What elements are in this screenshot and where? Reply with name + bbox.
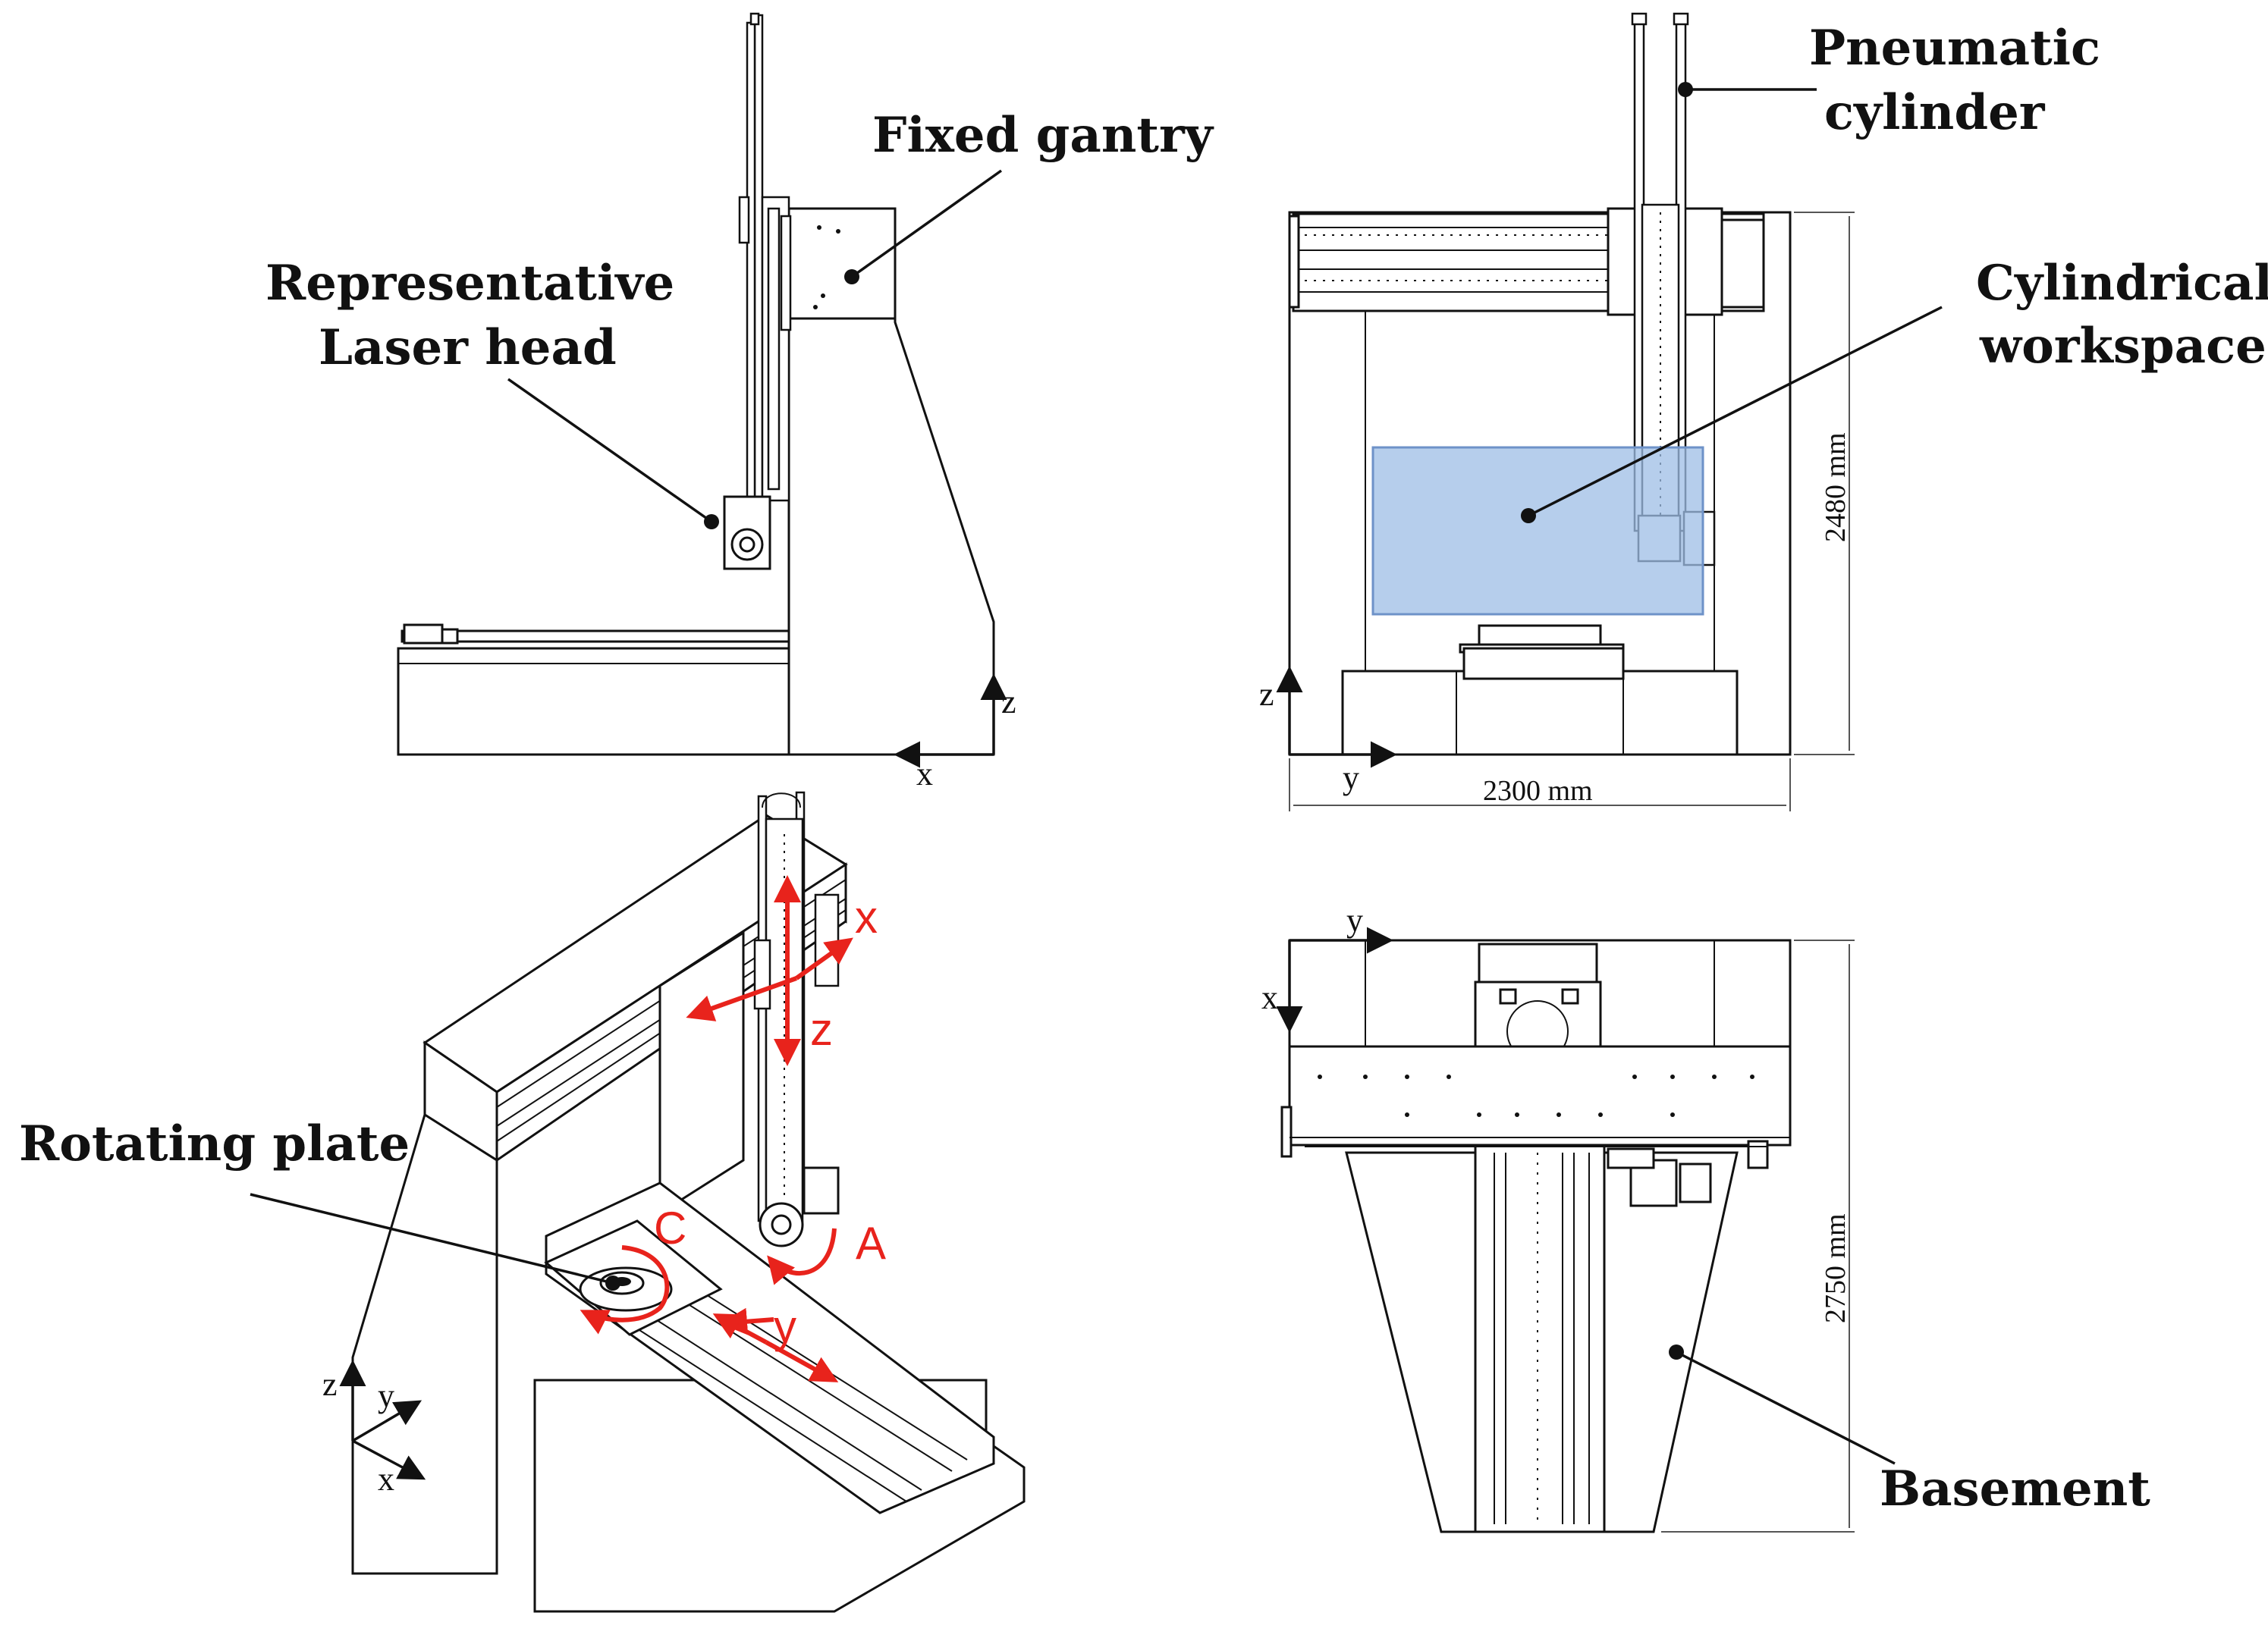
axis-label-z: z — [1259, 676, 1274, 713]
leader-dot — [704, 514, 719, 529]
leader-dot — [844, 269, 859, 284]
dimension-height-label: 2480 mm — [1820, 432, 1852, 542]
callouts: Fixed gantry Representative Laser head P… — [19, 20, 2268, 1517]
callout-laser-head-line2: Laser head — [319, 319, 617, 376]
motion-label-x: x — [855, 892, 878, 943]
dimension-width-label: 2300 mm — [1483, 775, 1593, 807]
callout-pneumatic-line1: Pneumatic — [1809, 20, 2100, 77]
gantry-cap-side — [787, 207, 897, 320]
callout-pneumatic-line2: cylinder — [1824, 84, 2046, 141]
axis-label-x: x — [916, 755, 933, 792]
leader-dot — [605, 1275, 620, 1291]
motion-label-c: C — [654, 1203, 686, 1253]
callout-workspace-line1: Cylindrical — [1976, 255, 2268, 312]
leader-dot — [1521, 508, 1536, 523]
laser-head-side — [723, 495, 771, 570]
crossbeam-top — [1280, 1045, 1792, 1169]
axis-triad-side: z x — [894, 673, 1016, 792]
gantry-cap-holes — [813, 225, 840, 309]
callout-laser-head-line1: Representative — [265, 255, 674, 312]
side-view: z x — [397, 12, 1016, 792]
dimension-width: 2300 mm — [1289, 758, 1791, 811]
axis-triad-top: y x — [1261, 902, 1393, 1033]
base-bed — [397, 623, 794, 756]
axis-triad-iso: z y x — [322, 1360, 426, 1498]
dimension-height: 2480 mm — [1794, 212, 1855, 755]
base-front — [1341, 647, 1739, 756]
left-column-iso — [351, 1112, 498, 1575]
motion-label-y: y — [774, 1301, 796, 1352]
dimension-depth: 2750 mm — [1661, 940, 1855, 1533]
top-view: y x 2750 mm — [1261, 902, 1855, 1533]
cylindrical-workspace — [1371, 446, 1704, 616]
callout-fixed-gantry: Fixed gantry — [872, 107, 1214, 164]
axis-label-y: y — [1343, 759, 1359, 796]
callout-basement: Basement — [1880, 1461, 2150, 1517]
axis-label-z: z — [322, 1366, 338, 1403]
axis-label-x: x — [378, 1461, 394, 1498]
callout-workspace-line2: workspace — [1979, 318, 2266, 375]
vertical-slide-side — [738, 12, 792, 502]
axis-label-x: x — [1261, 979, 1278, 1016]
y-axis-bed-top — [1474, 1144, 1606, 1533]
dimension-depth-label: 2750 mm — [1820, 1213, 1852, 1323]
axis-triad-front: z y — [1259, 666, 1397, 796]
axis-label-y: y — [1346, 902, 1363, 939]
motion-label-a: A — [856, 1218, 886, 1269]
callout-rotating-plate: Rotating plate — [19, 1115, 410, 1172]
motion-arrows — [580, 875, 853, 1382]
axis-label-y: y — [378, 1377, 394, 1414]
leader-dot — [1678, 82, 1693, 97]
isometric-view: x z A C y z y x — [322, 791, 1026, 1613]
laser-head-iso — [759, 1166, 840, 1247]
rotary-table-top — [1474, 943, 1602, 1062]
laser-head-top — [1607, 1147, 1712, 1207]
leader-dot — [1669, 1344, 1684, 1360]
motion-label-z: z — [810, 1004, 833, 1055]
axis-label-z: z — [1001, 683, 1016, 720]
front-view: z y 2300 mm 2480 mm — [1259, 12, 1855, 811]
